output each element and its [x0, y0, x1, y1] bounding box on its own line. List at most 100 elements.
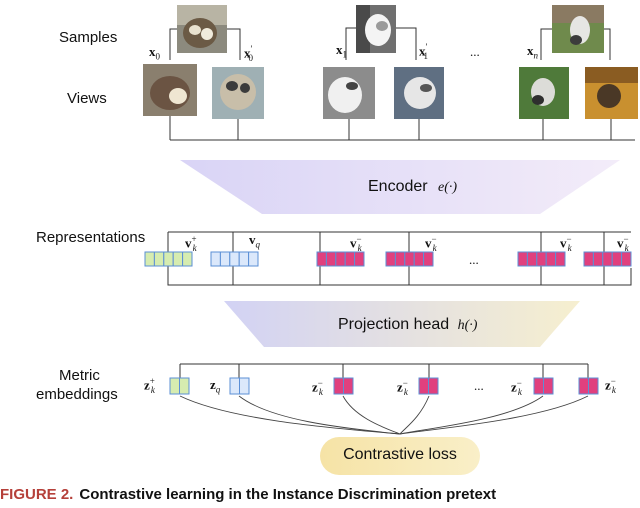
projection-head-label: Projection head h(·): [338, 316, 478, 333]
vector-vk-minus-2-cell: [404, 251, 415, 267]
vector-vk-minus-1-cell: [335, 251, 346, 267]
view-image-x1-prime: [394, 67, 444, 119]
vector-vk-minus-4-cell: [621, 251, 632, 267]
zk-minus-label-2: z−k: [397, 378, 408, 397]
vector-vk-minus-4-cell: [583, 251, 594, 267]
embedding-zq: [229, 377, 250, 395]
vector-vk-minus-3-cell: [526, 251, 538, 267]
vector-vq-cell: [229, 251, 240, 267]
figure-number: FIGURE 2.: [0, 486, 74, 503]
view-encoder-connectors: [169, 116, 635, 141]
vector-vk-minus-4-cell: [592, 251, 604, 267]
x0-label: x0: [149, 44, 160, 62]
vector-vk-minus-1-cell: [344, 251, 356, 267]
vector-vk-minus-3-cell: [536, 251, 547, 267]
vector-vk-minus-4-cell: [611, 251, 623, 267]
vector-vk-plus-cell: [182, 251, 193, 267]
sample-image-cat-2: [356, 5, 396, 53]
vector-vk-minus-1-cell: [325, 251, 337, 267]
metric-embedding-vectors: [169, 377, 599, 395]
vector-vk-minus-2: [385, 251, 434, 267]
embedding-zk-minus-2-cell: [428, 377, 439, 395]
zk-minus-label-4: z−k: [605, 376, 616, 395]
vector-vk-minus-3-cell: [517, 251, 528, 267]
representations-label: Representations: [36, 229, 146, 246]
xn-label: xn: [527, 43, 538, 61]
x1-label: x1: [336, 42, 347, 60]
vector-vk-minus-2-cell: [394, 251, 406, 267]
vk-minus-label-1: v−k: [350, 234, 362, 253]
views-label: Views: [67, 90, 107, 107]
metric-ellipsis: ...: [474, 378, 484, 393]
samples-label: Samples: [59, 29, 118, 46]
view-image-x0: [143, 64, 197, 116]
vector-vk-minus-2-cell: [413, 251, 425, 267]
embedding-zk-minus-1-cell: [343, 377, 354, 395]
samples-ellipsis: ...: [470, 44, 480, 59]
projection-metric-connectors: [179, 363, 589, 378]
vector-vq-cell: [210, 251, 221, 267]
x0-prime-label: x′0: [244, 44, 253, 63]
projection-head-block: [224, 301, 580, 347]
zq-label: zq: [210, 377, 221, 395]
view-image-xn: [519, 67, 569, 119]
vector-vk-minus-1-cell: [354, 251, 365, 267]
vector-vk-minus-2-cell: [423, 251, 434, 267]
embedding-zk-minus-3-cell: [543, 377, 554, 395]
embedding-zk-minus-3-cell: [533, 377, 544, 395]
view-image-xn-prime: [585, 67, 638, 119]
vector-vk-plus: [144, 251, 193, 267]
vector-vk-minus-3-cell: [545, 251, 557, 267]
figure-caption: FIGURE 2. Contrastive learning in the Ins…: [0, 486, 640, 508]
vk-minus-label-4: v−k: [617, 234, 629, 253]
metric-label: Metric: [59, 367, 100, 384]
embedding-zk-minus-1-cell: [333, 377, 344, 395]
embedding-zk-minus-1: [333, 377, 354, 395]
vk-minus-label-3: v−k: [560, 234, 572, 253]
vector-vk-minus-1: [316, 251, 365, 267]
loss-curves: [179, 395, 589, 435]
vector-vk-minus-3: [517, 251, 566, 267]
vector-vk-plus-cell: [153, 251, 165, 267]
sample-view-brackets: [169, 27, 611, 60]
view-image-x1: [323, 67, 375, 119]
embedding-zq-cell: [229, 377, 240, 395]
vector-vk-minus-4-cell: [602, 251, 613, 267]
embedding-zk-minus-2: [418, 377, 439, 395]
vq-label: vq: [249, 232, 260, 250]
encoder-representation-connectors: [167, 231, 632, 286]
contrastive-loss-block: [320, 437, 480, 475]
vector-vq-cell: [248, 251, 259, 267]
embedding-zk-minus-4-cell: [578, 377, 589, 395]
vector-vq: [210, 251, 259, 267]
embedding-zk-plus: [169, 377, 190, 395]
vk-minus-label-2: v−k: [425, 234, 437, 253]
zk-minus-label-3: z−k: [511, 378, 522, 397]
vector-vq-cell: [238, 251, 250, 267]
vector-vk-plus-cell: [163, 251, 174, 267]
view-image-x0-prime: [212, 67, 264, 119]
embedding-zk-minus-3: [533, 377, 554, 395]
embedding-zk-minus-4-cell: [588, 377, 599, 395]
caption-text: Contrastive learning in the Instance Dis…: [79, 486, 497, 503]
embedding-zq-cell: [239, 377, 250, 395]
vector-vk-plus-cell: [172, 251, 184, 267]
vector-vk-minus-4: [583, 251, 632, 267]
embedding-zk-plus-cell: [169, 377, 180, 395]
vk-plus-label: v+k: [185, 234, 197, 253]
zk-plus-label: z+k: [144, 376, 155, 395]
sample-image-dog: [552, 5, 604, 53]
zk-minus-label-1: z−k: [312, 378, 323, 397]
vector-vk-minus-3-cell: [555, 251, 566, 267]
vector-vq-cell: [219, 251, 231, 267]
x1-prime-label: x′1: [419, 42, 428, 61]
embedding-zk-minus-4: [578, 377, 599, 395]
sample-image-cat: [177, 5, 227, 53]
vector-vk-plus-cell: [144, 251, 155, 267]
representations-ellipsis: ...: [469, 252, 479, 267]
embedding-zk-plus-cell: [179, 377, 190, 395]
encoder-block: [180, 160, 620, 214]
embedding-zk-minus-2-cell: [418, 377, 429, 395]
encoder-label: Encoder e(·): [368, 178, 458, 195]
